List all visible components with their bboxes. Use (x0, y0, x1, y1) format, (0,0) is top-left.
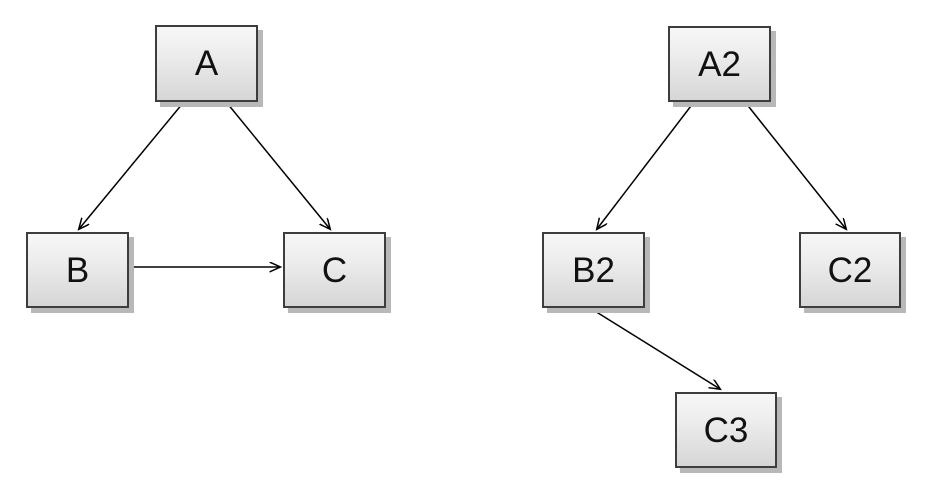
node-C2: C2 (799, 232, 901, 308)
node-C: C (283, 232, 386, 308)
node-B: B (26, 232, 129, 308)
node-A2: A2 (668, 26, 771, 102)
node-label-C3: C3 (703, 410, 749, 450)
edge-A-to-B (79, 102, 184, 229)
node-label-B: B (65, 250, 90, 290)
edge-A-to-C (226, 102, 330, 229)
node-label-A2: A2 (698, 44, 741, 84)
node-label-C2: C2 (827, 250, 873, 290)
edge-A2-to-C2 (744, 101, 846, 229)
node-label-A: A (194, 44, 219, 83)
node-label-B2: B2 (572, 250, 615, 290)
node-B2: B2 (542, 232, 645, 308)
node-C3: C3 (675, 392, 777, 468)
edge-B2-to-C3 (589, 307, 720, 389)
edge-A2-to-B2 (597, 101, 695, 229)
node-label-C: C (321, 250, 348, 290)
node-A: A (155, 25, 258, 102)
